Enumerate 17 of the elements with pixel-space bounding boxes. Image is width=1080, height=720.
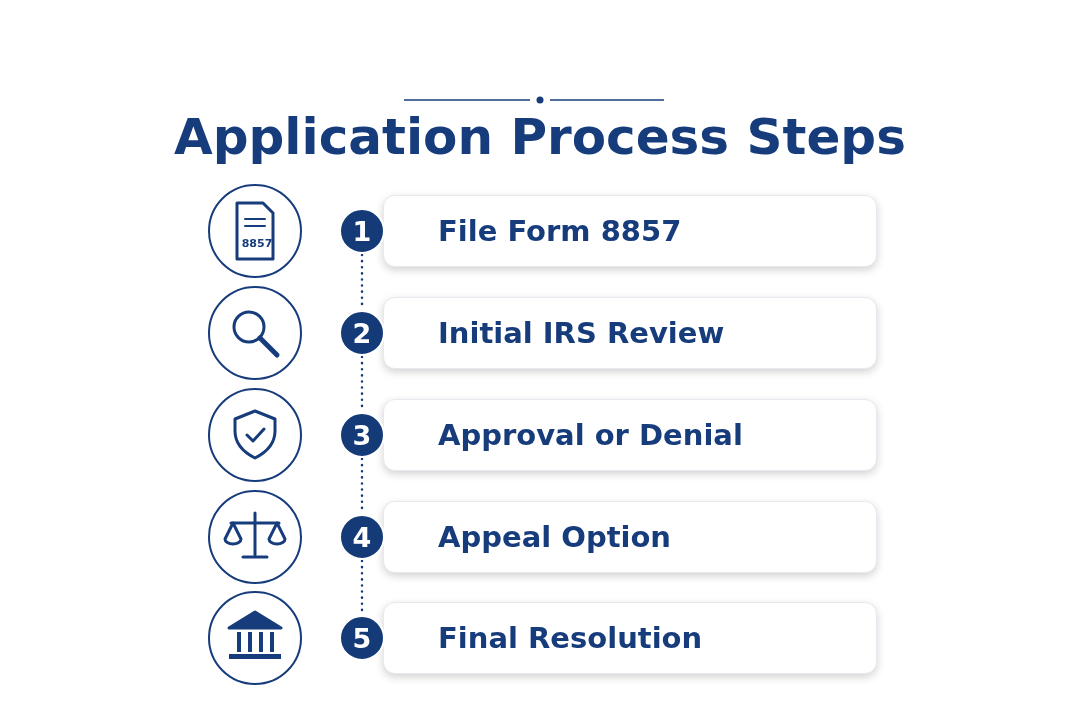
- step-number-badge: 3: [339, 412, 385, 458]
- step-label: Approval or Denial: [438, 417, 743, 454]
- step-card: [383, 195, 877, 267]
- form-number: 8857: [241, 237, 273, 250]
- step-card: [383, 602, 877, 674]
- step-card: [383, 399, 877, 471]
- step-label: Final Resolution: [438, 620, 703, 657]
- step-label: Initial IRS Review: [438, 315, 725, 352]
- step-number-badge: 4: [339, 514, 385, 560]
- step-label: Appeal Option: [438, 519, 672, 556]
- step-card: [383, 501, 877, 573]
- title: Application Process Steps: [173, 108, 907, 166]
- step-label: File Form 8857: [438, 213, 682, 250]
- step-number-badge: 1: [339, 208, 385, 254]
- step-number-badge: 5: [339, 615, 385, 661]
- step-card: [383, 297, 877, 369]
- step-number-badge: 2: [339, 310, 385, 356]
